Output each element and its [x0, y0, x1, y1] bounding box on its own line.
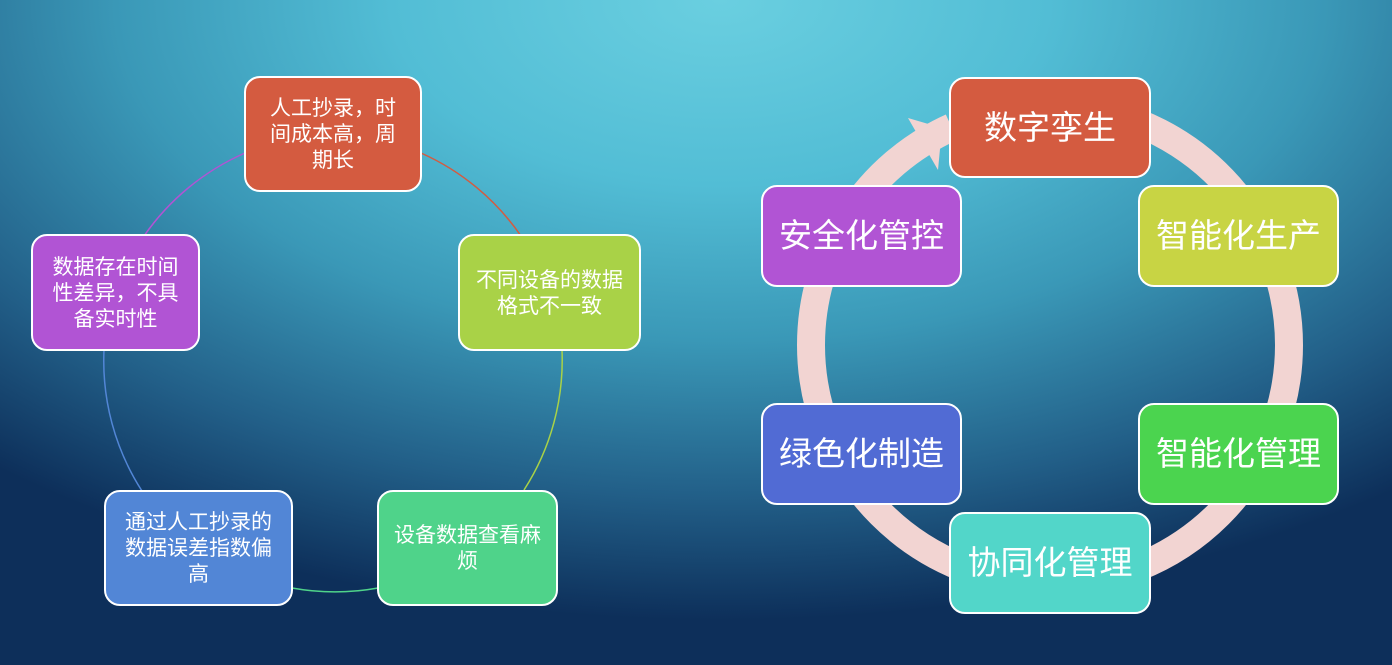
connector-arc-2-3 [523, 349, 563, 491]
pain-point-node-not-realtime: 数据存在时间性差异，不具备实时性 [31, 234, 200, 351]
capability-node-smart-production: 智能化生产 [1138, 185, 1339, 287]
connector-arc-4-5 [103, 349, 143, 492]
capability-node-smart-management: 智能化管理 [1138, 403, 1339, 505]
pain-point-label: 通过人工抄录的数据误差指数偏高 [125, 510, 272, 586]
capability-label: 绿色化制造 [779, 434, 944, 473]
pain-point-label: 设备数据查看麻烦 [394, 523, 541, 573]
capability-label: 数字孪生 [984, 107, 1116, 147]
capability-label: 协同化管理 [967, 543, 1133, 582]
capability-node-safety-control: 安全化管控 [761, 185, 962, 287]
pain-point-node-manual-copy: 人工抄录，时间成本高，周期长 [244, 76, 422, 192]
capability-label: 安全化管控 [779, 216, 944, 255]
connector-arc-3-4 [291, 587, 379, 593]
capability-node-collaborative-management: 协同化管理 [949, 512, 1151, 614]
capability-node-digital-twin: 数字孪生 [949, 77, 1151, 178]
pain-point-node-format-inconsistent: 不同设备的数据格式不一致 [458, 234, 641, 351]
pain-point-label: 人工抄录，时间成本高，周期长 [270, 96, 396, 172]
pain-point-node-high-error: 通过人工抄录的数据误差指数偏高 [104, 490, 293, 606]
capability-label: 智能化管理 [1156, 434, 1321, 473]
capability-label: 智能化生产 [1156, 216, 1321, 255]
ring-arrow-head-icon [908, 118, 942, 170]
pain-point-node-hard-to-view: 设备数据查看麻烦 [377, 490, 558, 606]
connector-arc-1-2 [420, 152, 522, 237]
capability-node-green-manufacturing: 绿色化制造 [761, 403, 962, 505]
connector-arc-5-1 [143, 152, 246, 237]
pain-point-label: 不同设备的数据格式不一致 [476, 267, 623, 318]
pain-point-label: 数据存在时间性差异，不具备实时性 [52, 254, 179, 331]
